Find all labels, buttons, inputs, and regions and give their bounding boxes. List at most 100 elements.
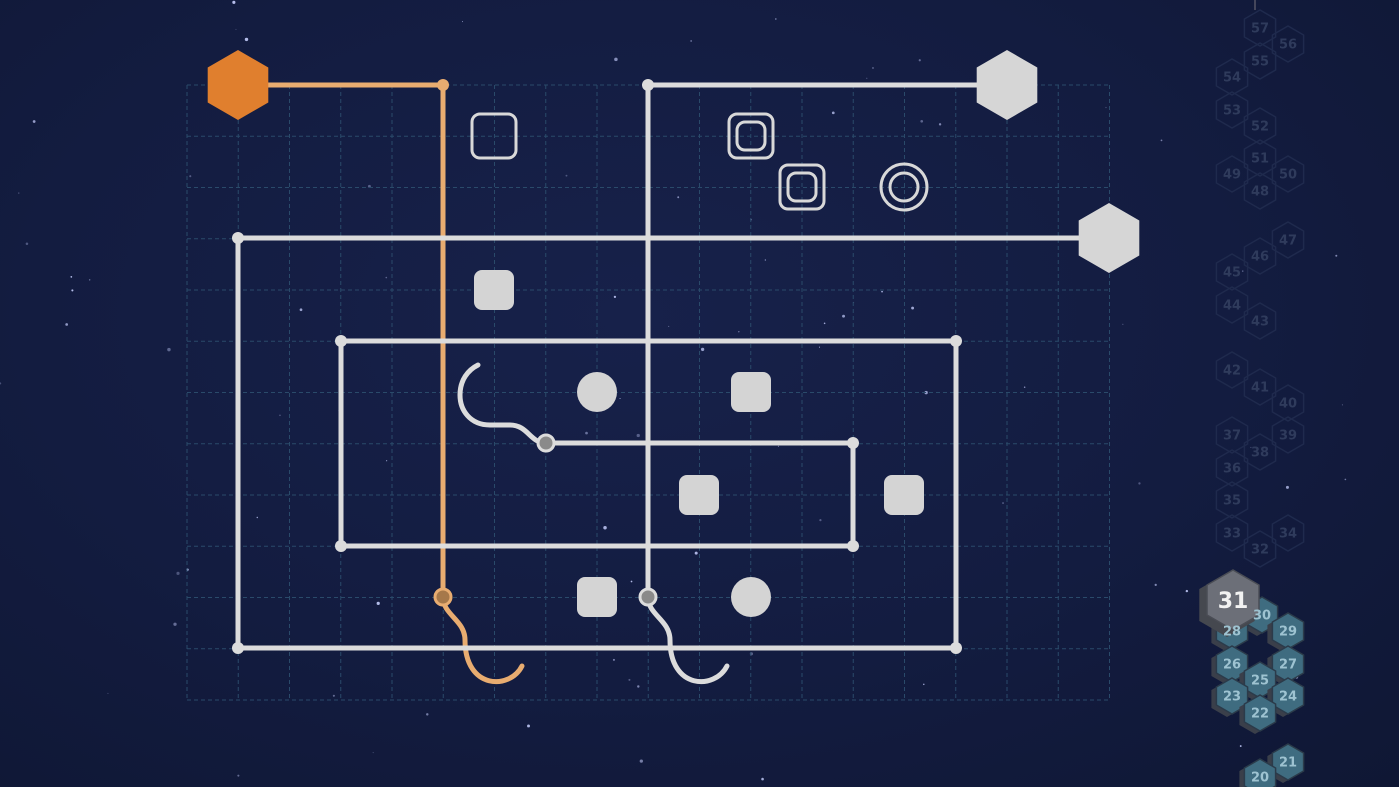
- white-light-path-top[interactable]: [645, 82, 1010, 685]
- light-sources[interactable]: [207, 50, 1140, 273]
- level-hex[interactable]: [1243, 139, 1277, 177]
- level-button-48[interactable]: [1243, 172, 1277, 210]
- level-hex[interactable]: [1271, 155, 1305, 193]
- level-button-51[interactable]: [1243, 139, 1277, 177]
- path-node[interactable]: [847, 540, 859, 552]
- path-node[interactable]: [847, 437, 859, 449]
- path-node[interactable]: [335, 540, 347, 552]
- level-number: 34: [1279, 527, 1297, 542]
- level-hex[interactable]: [1243, 758, 1277, 787]
- star: [923, 683, 925, 686]
- hex-right-light-source[interactable]: [1078, 203, 1140, 273]
- level-button-56[interactable]: [1271, 25, 1305, 63]
- level-hex[interactable]: [1215, 155, 1249, 193]
- level-hex[interactable]: [1215, 481, 1249, 519]
- level-button-47[interactable]: [1271, 221, 1305, 259]
- white-light-path-spiral[interactable]: [235, 235, 1112, 651]
- level-button-36[interactable]: [1215, 449, 1249, 487]
- light-paths[interactable]: [232, 79, 1112, 685]
- level-hex[interactable]: [1206, 569, 1260, 631]
- path-junction-node[interactable]: [638, 587, 658, 607]
- level-button-31[interactable]: [1199, 569, 1260, 637]
- star: [167, 347, 171, 352]
- level-hex[interactable]: [1243, 42, 1277, 80]
- level-button-43[interactable]: [1243, 302, 1277, 340]
- starfield: [0, 0, 1347, 781]
- path-node[interactable]: [950, 335, 962, 347]
- path-node[interactable]: [642, 79, 654, 91]
- level-button-32[interactable]: [1243, 530, 1277, 568]
- level-button-54[interactable]: [1215, 58, 1249, 96]
- level-hex[interactable]: [1243, 530, 1277, 568]
- level-button-38[interactable]: [1243, 433, 1277, 471]
- level-hex[interactable]: [1215, 58, 1249, 96]
- level-button-41[interactable]: [1243, 368, 1277, 406]
- star: [614, 57, 618, 62]
- level-button-52[interactable]: [1243, 107, 1277, 145]
- path-junction-node[interactable]: [433, 587, 453, 607]
- level-button-44[interactable]: [1215, 286, 1249, 324]
- level-hex[interactable]: [1243, 107, 1277, 145]
- level-button-49[interactable]: [1215, 155, 1249, 193]
- star: [938, 123, 942, 126]
- level-hex[interactable]: [1215, 449, 1249, 487]
- level-button-33[interactable]: [1215, 514, 1249, 552]
- path-node[interactable]: [950, 642, 962, 654]
- level-hex[interactable]: [1215, 286, 1249, 324]
- path-node[interactable]: [437, 79, 449, 91]
- level-button-23[interactable]: [1211, 677, 1249, 717]
- star: [237, 774, 240, 777]
- star: [1250, 446, 1252, 448]
- path-node[interactable]: [335, 335, 347, 347]
- filled-circle-target: [577, 372, 617, 412]
- level-hex[interactable]: [1215, 677, 1249, 715]
- orange-light-path[interactable]: [235, 82, 525, 685]
- path-junction-node[interactable]: [536, 433, 556, 453]
- level-hex[interactable]: [1271, 514, 1305, 552]
- level-button-37[interactable]: [1215, 416, 1249, 454]
- level-button-53[interactable]: [1215, 91, 1249, 129]
- star: [628, 678, 631, 681]
- level-number: 57: [1251, 22, 1269, 37]
- level-button-22[interactable]: [1239, 694, 1277, 734]
- level-button-35[interactable]: [1215, 481, 1249, 519]
- level-button-57[interactable]: [1243, 9, 1277, 47]
- hex-orange-light-source[interactable]: [207, 50, 269, 120]
- level-hex[interactable]: [1271, 384, 1305, 422]
- level-button-40[interactable]: [1271, 384, 1305, 422]
- level-hex[interactable]: [1243, 368, 1277, 406]
- level-hex[interactable]: [1271, 25, 1305, 63]
- path-node[interactable]: [232, 642, 244, 654]
- level-hex[interactable]: [1243, 433, 1277, 471]
- level-hex[interactable]: [1215, 351, 1249, 389]
- level-hex[interactable]: [1243, 694, 1277, 732]
- path-node[interactable]: [232, 232, 244, 244]
- level-hex[interactable]: [1243, 9, 1277, 47]
- level-hex[interactable]: [1271, 221, 1305, 259]
- level-hex[interactable]: [1271, 743, 1305, 781]
- level-hex[interactable]: [1215, 91, 1249, 129]
- level-hex[interactable]: [1215, 253, 1249, 291]
- level-button-20[interactable]: [1239, 758, 1277, 787]
- level-button-42[interactable]: [1215, 351, 1249, 389]
- hex-top-right-light-source[interactable]: [976, 50, 1038, 120]
- level-button-55[interactable]: [1243, 42, 1277, 80]
- level-hex[interactable]: [1243, 237, 1277, 275]
- level-hex[interactable]: [1271, 677, 1305, 715]
- level-hex[interactable]: [1271, 416, 1305, 454]
- level-button-50[interactable]: [1271, 155, 1305, 193]
- level-hex-layer[interactable]: [1199, 0, 1305, 787]
- level-button-34[interactable]: [1271, 514, 1305, 552]
- level-hex[interactable]: [1243, 172, 1277, 210]
- level-button-29[interactable]: [1267, 612, 1305, 652]
- filled-square-target: [731, 372, 771, 412]
- level-hex[interactable]: [1215, 416, 1249, 454]
- level-button-39[interactable]: [1271, 416, 1305, 454]
- level-button-46[interactable]: [1243, 237, 1277, 275]
- level-hex[interactable]: [1243, 302, 1277, 340]
- level-hex[interactable]: [1215, 514, 1249, 552]
- level-button-45[interactable]: [1215, 253, 1249, 291]
- level-button-21[interactable]: [1267, 743, 1305, 783]
